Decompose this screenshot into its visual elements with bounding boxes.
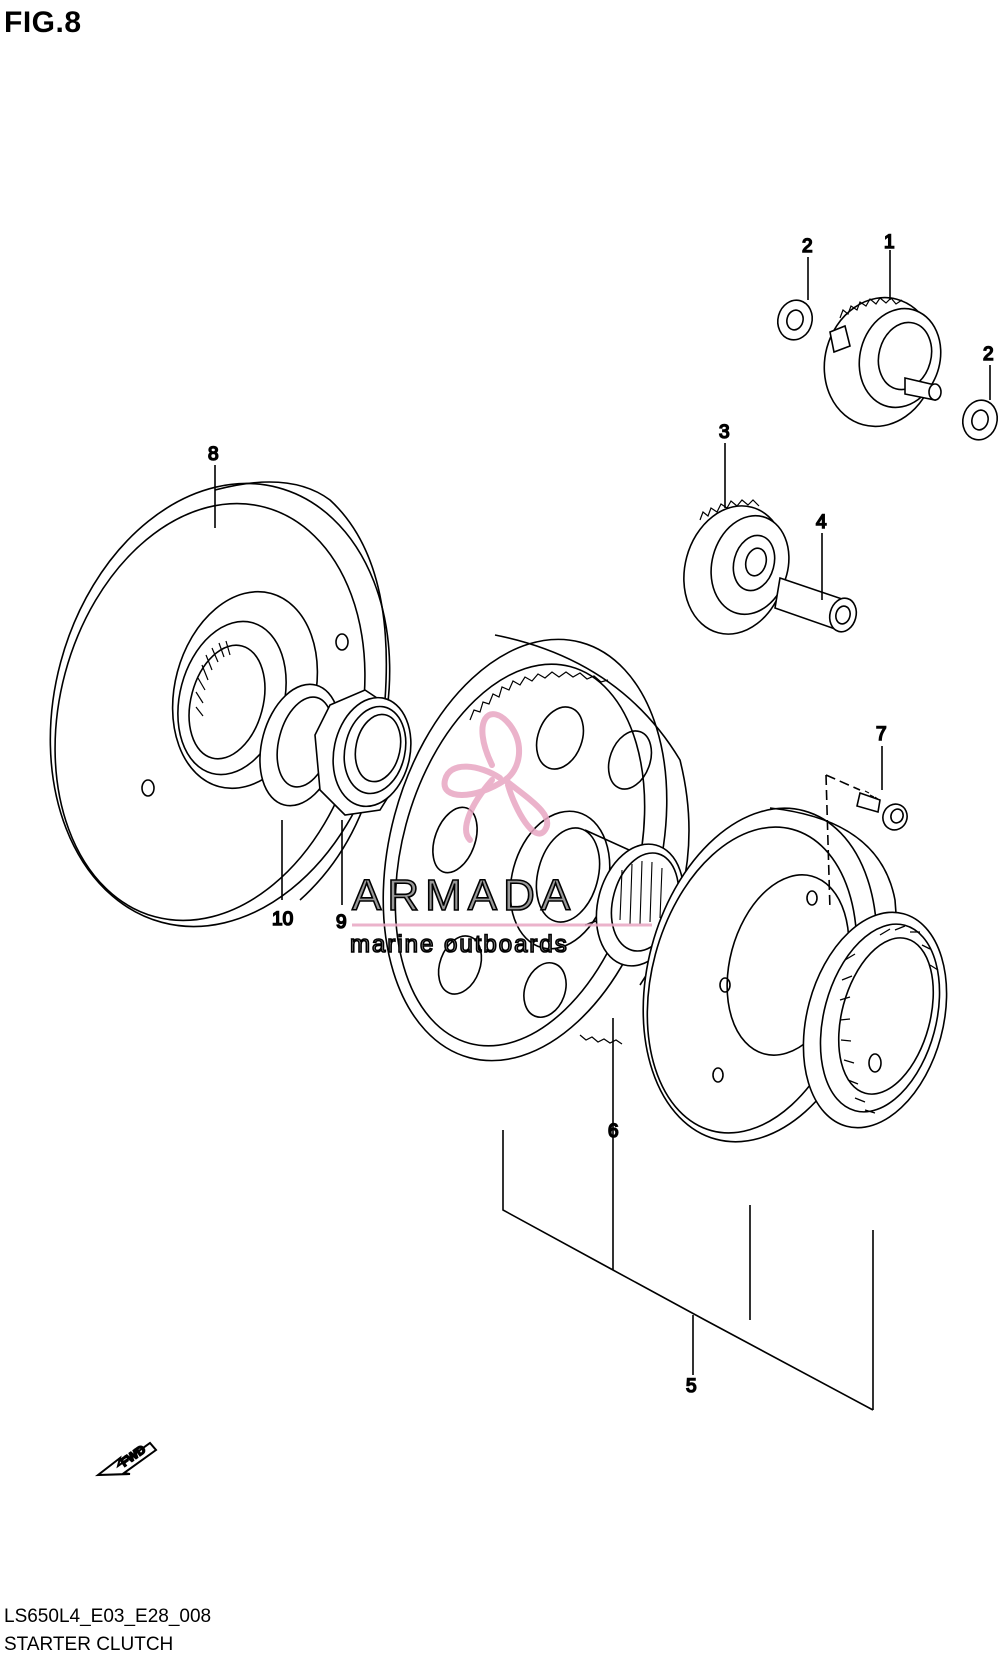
part-5-one-way-clutch bbox=[802, 911, 948, 1129]
part-2-washer-left bbox=[776, 257, 814, 341]
diagram-code: LS650L4_E03_E28_008 bbox=[4, 1606, 212, 1627]
callout-5: 5 bbox=[686, 1376, 697, 1397]
diagram-name: STARTER CLUTCH bbox=[4, 1634, 174, 1655]
callout-8: 8 bbox=[208, 444, 219, 465]
watermark-logo bbox=[352, 711, 652, 927]
callout-2-left: 2 bbox=[802, 236, 813, 257]
watermark-propeller-icon bbox=[441, 711, 551, 843]
part-4-shaft bbox=[774, 533, 858, 633]
figure-title: FIG.8 bbox=[4, 6, 82, 39]
callout-6: 6 bbox=[608, 1121, 619, 1142]
part-6-driven-gear bbox=[382, 634, 690, 1230]
callout-2-right: 2 bbox=[983, 344, 994, 365]
watermark-tagline: marine outboards bbox=[350, 931, 569, 958]
callout-9: 9 bbox=[336, 912, 347, 933]
leader-5-bracket bbox=[502, 1130, 874, 1411]
callout-4: 4 bbox=[816, 512, 827, 533]
callout-10: 10 bbox=[272, 909, 293, 930]
dash-line-7 bbox=[825, 774, 861, 911]
part-2-washer-right bbox=[961, 365, 999, 441]
part-8-flywheel bbox=[49, 481, 391, 928]
part-1-idle-gear bbox=[823, 250, 942, 428]
part-7-bolt bbox=[856, 746, 908, 831]
watermark-brand: ARMADA bbox=[352, 871, 576, 920]
callout-1: 1 bbox=[884, 232, 895, 253]
callout-7: 7 bbox=[876, 724, 887, 745]
part-9-nut bbox=[314, 689, 412, 905]
part-3-reduction-gear bbox=[683, 443, 790, 635]
callout-3: 3 bbox=[719, 422, 730, 443]
fwd-arrow-icon bbox=[94, 1441, 158, 1477]
